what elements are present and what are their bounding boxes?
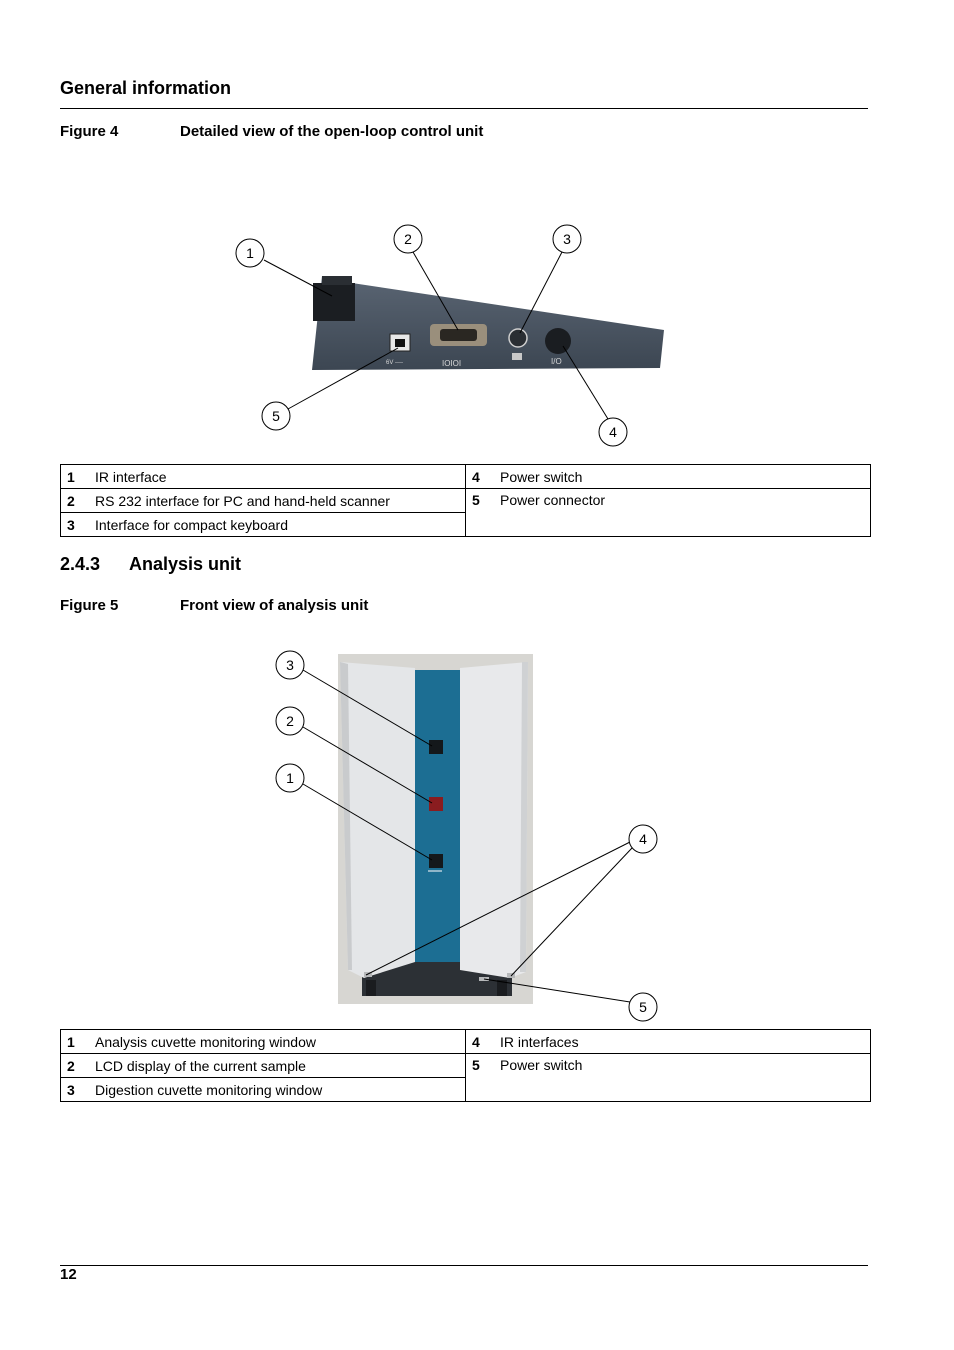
figure4-legend-table: 1 IR interface 4 Power switch 2 RS 232 inte… [60,464,871,537]
callout-5: 5 [639,999,647,1015]
header-rule [60,108,868,109]
table-row: 3 Digestion cuvette monitoring window [60,1077,871,1102]
callout-2: 2 [286,713,294,729]
serial-label: IOIOI [442,359,461,368]
legend-text: 2 [67,1057,75,1074]
legend-text: 3 [67,1081,75,1098]
subsection-heading: 2.4.3 Analysis unit [60,554,241,575]
legend-text: Power switch [500,1057,583,1073]
callout-4: 4 [639,831,647,847]
figure4-label: Figure 4 [60,123,119,140]
callout-5: 5 [272,408,280,424]
lcd-display [429,797,443,811]
analysis-window [429,854,443,868]
table-row: 2 LCD display of the current sample 5 Powe… [60,1053,871,1102]
callout-1: 1 [286,770,294,786]
table-row: 1 Analysis cuvette monitoring window 4 IR … [60,1029,871,1054]
legend-text: 1 [67,1033,75,1050]
legend-text: 4 [472,468,480,485]
table-row: 1 IR interface 4 Power switch [60,464,871,489]
legend-text: 2 [67,492,75,509]
callout-3: 3 [286,657,294,673]
legend-cell: 5 Power connector [465,488,871,537]
section-header: General information [60,78,232,98]
legend-text: Interface for compact keyboard [95,516,288,533]
table-row: 3 Interface for compact keyboard [60,512,871,537]
legend-cell: 4 IR interfaces [465,1029,871,1054]
callout-circle [275,650,305,680]
keyboard-port [508,328,528,348]
figure5-legend-table: 1 Analysis cuvette monitoring window 4 IR … [60,1029,871,1102]
control-unit-body [312,276,664,370]
legend-cell: 3 Interface for compact keyboard [60,512,466,537]
legend-cell: 3 Digestion cuvette monitoring window [60,1077,466,1102]
legend-text: Digestion cuvette monitoring window [95,1081,323,1098]
figure4-title: Detailed view of the open-loop control u… [180,123,484,140]
legend-text: RS 232 interface for PC and hand-held sc… [95,492,390,509]
legend-cell: 2 RS 232 interface for PC and hand-held s… [60,488,466,513]
callout-circle [552,224,582,254]
legend-cell: 5 Power switch [465,1053,871,1102]
legend-cell: 2 LCD display of the current sample [60,1053,466,1078]
callout-circle [275,706,305,736]
legend-text: 3 [67,516,75,533]
callout-circle [628,824,658,854]
front-panel [415,670,460,962]
footer-rule [60,1265,868,1266]
right-cover [460,662,528,978]
page-number: 12 [60,1266,77,1283]
left-cover [340,662,415,978]
subsection-title: Analysis unit [129,554,242,574]
legend-text: 5 [472,492,480,508]
power-label: I/O [551,357,562,366]
legend-text: 4 [472,1033,480,1050]
subsection-number: 2.4.3 [60,554,101,574]
callout-circle [628,992,658,1022]
table-row: 2 RS 232 interface for PC and hand-held s… [60,488,871,537]
callout-2: 2 [404,231,412,247]
legend-text: 1 [67,468,75,485]
legend-text: IR interface [95,468,167,485]
callout-circle [235,238,265,268]
dc-label: 6V ---- [386,360,403,366]
legend-text: Power switch [500,468,583,485]
digestion-window [429,740,443,754]
power-switch-knob [545,328,571,354]
callout-circle [598,417,628,447]
legend-cell: 4 Power switch [465,464,871,489]
figure4-illustration: 6V ---- IOIOI I/O 1 2 3 4 5 [235,224,664,447]
legend-cell: 1 IR interface [60,464,466,489]
figure5-illustration: 3 2 1 4 5 [275,650,658,1022]
legend-text: Analysis cuvette monitoring window [95,1033,316,1050]
legend-text: LCD display of the current sample [95,1057,306,1074]
callout-circle [393,224,423,254]
figure5-title: Front view of analysis unit [180,597,369,614]
legend-text: 5 [472,1057,480,1073]
legend-text: Power connector [500,492,606,508]
callout-circle [275,763,305,793]
callout-3: 3 [563,231,571,247]
figure5-label: Figure 5 [60,597,119,614]
callout-4: 4 [609,424,617,440]
legend-text: IR interfaces [500,1033,579,1050]
legend-cell: 1 Analysis cuvette monitoring window [60,1029,466,1054]
callout-circle [261,401,291,431]
callout-1: 1 [246,245,254,261]
ir-window [313,283,355,321]
